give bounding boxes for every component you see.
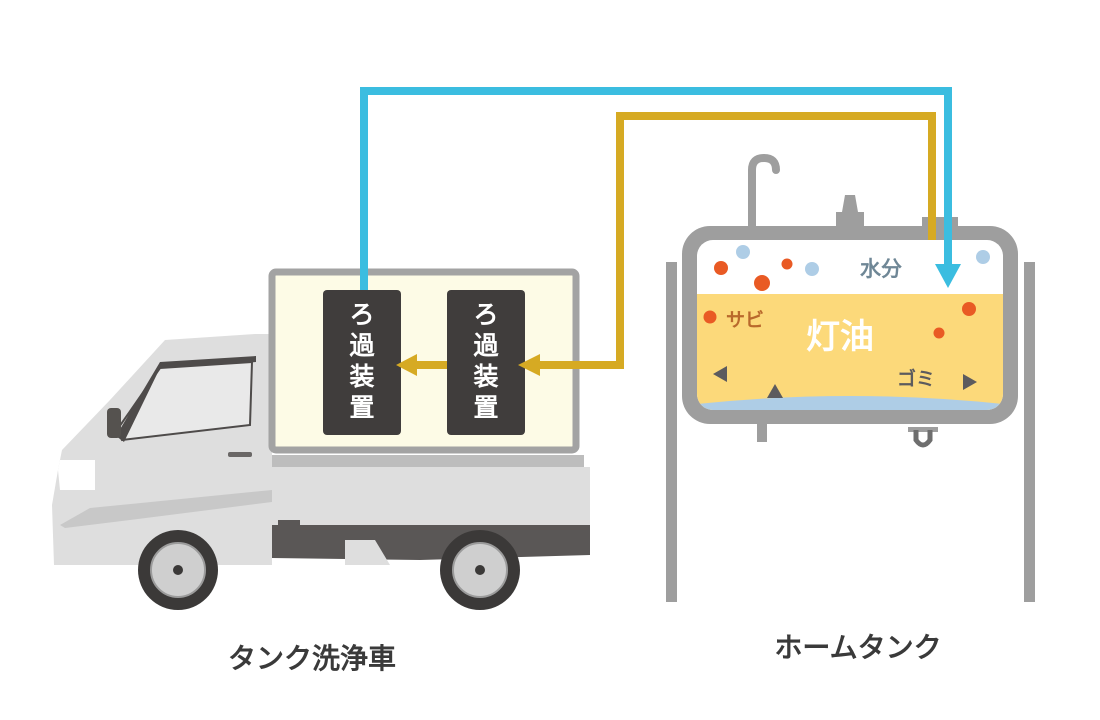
rust-particle [962,302,976,316]
rust-particle [703,310,717,324]
filter-label-char: 置 [473,393,498,422]
water-label: 水分 [860,257,902,281]
chassis [272,525,590,560]
deck-rail [272,455,584,467]
truck-label: タンク洗浄車 [228,642,396,675]
water-sediment-layer [697,396,1003,410]
filter-unit-2 [447,290,525,435]
chassis-bracket [345,540,390,565]
kerosene-label: 灯油 [806,317,874,357]
filter-label-char: 過 [349,331,375,360]
filter-unit-1 [323,290,401,435]
intake-pipe [540,112,936,369]
front-wheel [138,530,218,610]
cargo-side [272,467,590,525]
rust-particle [714,261,728,275]
dirt-particle [713,366,727,382]
tank-label: ホームタンク [774,631,941,664]
return-arrow-icon [935,264,961,288]
filter-chain-arrow-icon [396,354,417,376]
drain-valve [913,430,933,448]
rust-label: サビ [726,309,764,331]
drain-stub [757,420,767,442]
dirt-particle [963,374,977,390]
vent-pipe [748,153,780,234]
filter-label-char: 装 [349,362,374,391]
step [278,520,300,529]
dirt-particle [767,384,783,398]
return-pipe [360,87,952,290]
filter-label-char: 過 [473,331,499,360]
filter-label-char: 装 [473,362,498,391]
filter-label-char: 置 [349,393,374,422]
water-droplet [805,262,819,276]
water-droplet [976,250,990,264]
rust-particle [754,275,770,291]
drain-valve-bar [908,427,938,432]
fill-cap [836,195,864,228]
tank-leg-right [1024,262,1035,602]
filter-1-label: ろ過装置 [349,300,375,422]
window-frame [116,356,256,442]
home-tank: 水分 サビ 灯油 ゴミ [666,153,1035,602]
rear-wheel [440,530,520,610]
side-mirror [107,408,121,438]
headlight [58,460,95,490]
intake-arrow-icon [518,354,540,376]
dirt-label: ゴミ [897,367,935,390]
tank-leg-left [666,262,677,602]
filter-label-char: ろ [349,300,374,329]
cleaning-truck [52,268,590,610]
rust-particle [781,258,793,270]
filter-2-label: ろ過装置 [473,300,499,422]
door-handle [228,452,252,457]
cab-stripe [60,490,272,528]
kerosene-layer [697,294,1003,410]
rust-particle [933,327,945,339]
water-droplet [736,245,750,259]
filter-label-char: ろ [473,300,498,329]
